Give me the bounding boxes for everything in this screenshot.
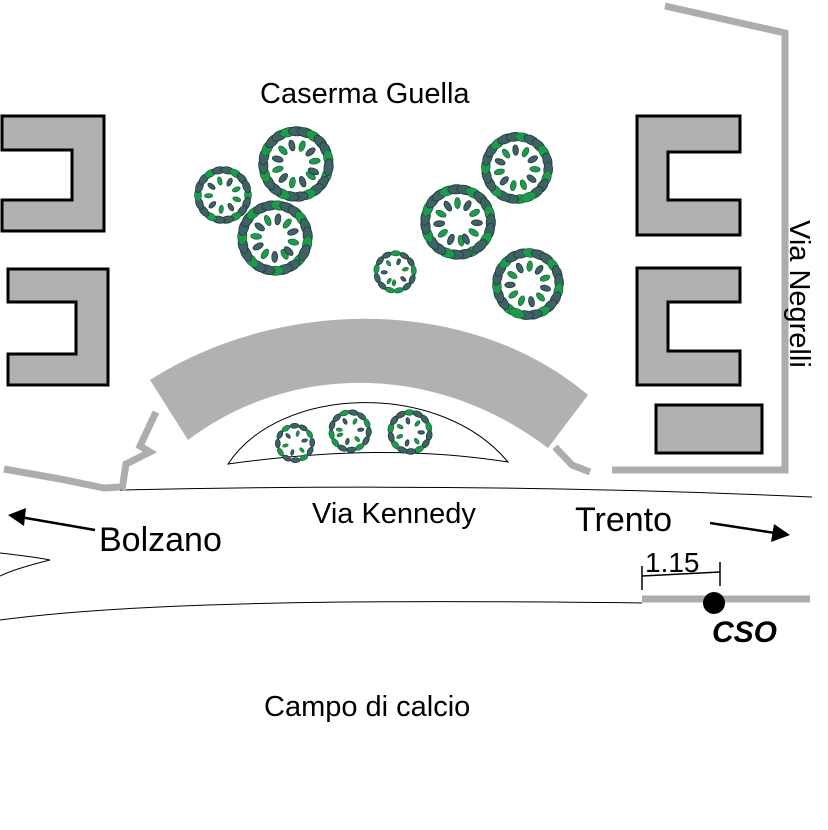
trees-group xyxy=(194,126,564,464)
building-right-upper xyxy=(635,114,742,237)
building-right-lower xyxy=(654,403,764,455)
tree-icon xyxy=(481,132,554,204)
tree-icon xyxy=(237,200,313,276)
tree-icon xyxy=(258,126,334,202)
curved-building-exit xyxy=(552,444,592,476)
arrow-bolzano-head-icon xyxy=(8,508,26,526)
label-bolzano: Bolzano xyxy=(99,521,222,559)
boundary-wall-west xyxy=(3,465,123,492)
arrow-bolzano-icon xyxy=(19,515,96,532)
label-campo-di-calcio: Campo di calcio xyxy=(264,691,470,723)
tree-icon xyxy=(492,248,564,320)
curved-building-access xyxy=(118,410,160,491)
label-trento: Trento xyxy=(575,501,672,539)
label-via-negrelli: Via Negrelli xyxy=(783,220,815,368)
tree-icon xyxy=(373,250,417,294)
label-via-kennedy: Via Kennedy xyxy=(312,498,476,530)
arrow-trento-icon xyxy=(709,521,776,535)
arrow-trento-head-icon xyxy=(771,524,790,542)
building-left-upper xyxy=(0,114,106,233)
tree-icon xyxy=(274,422,316,464)
label-distance: 1.15 xyxy=(645,547,700,578)
label-cso: CSO xyxy=(712,616,777,649)
tree-icon xyxy=(328,409,372,453)
boundary-wall-east xyxy=(612,2,789,474)
garden-bed xyxy=(226,402,510,465)
cso-point-icon xyxy=(703,592,725,614)
dimension-line xyxy=(641,571,721,577)
building-left-lower xyxy=(6,267,110,387)
road-edge-north xyxy=(119,486,813,498)
road-edge-south xyxy=(0,601,643,621)
label-caserma-guella: Caserma Guella xyxy=(260,78,470,110)
tree-icon xyxy=(420,184,496,260)
tree-icon xyxy=(387,409,433,455)
side-road-west xyxy=(0,552,51,577)
curved-building xyxy=(150,318,588,448)
tree-icon xyxy=(194,166,252,224)
building-right-middle xyxy=(635,266,742,387)
